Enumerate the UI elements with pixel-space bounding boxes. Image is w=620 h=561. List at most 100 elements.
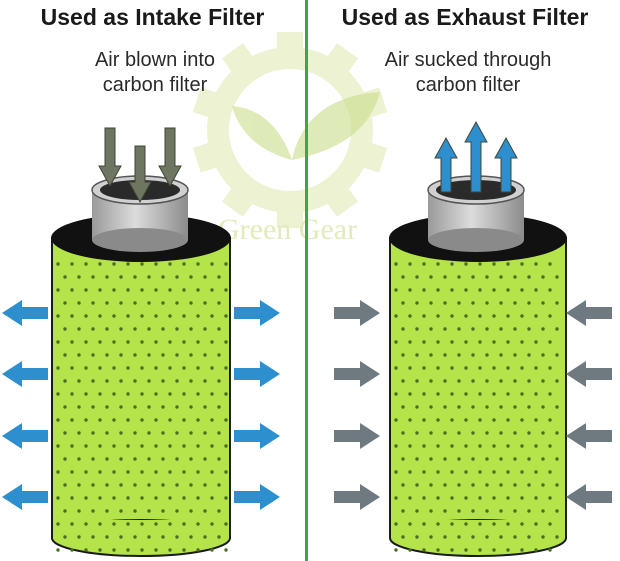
filter-dot bbox=[168, 340, 172, 344]
filter-dot bbox=[464, 470, 468, 474]
filter-dot bbox=[527, 353, 531, 357]
filter-dot bbox=[415, 301, 419, 305]
filter-dot bbox=[534, 522, 538, 526]
filter-dot bbox=[105, 301, 109, 305]
exhaust-filter bbox=[389, 120, 567, 557]
filter-dot bbox=[140, 548, 144, 552]
filter-dot bbox=[534, 470, 538, 474]
filter-dot bbox=[203, 431, 207, 435]
filter-dot bbox=[457, 379, 461, 383]
filter-dot bbox=[401, 483, 405, 487]
filter-dot bbox=[534, 340, 538, 344]
filter-dot bbox=[555, 275, 559, 279]
filter-dot bbox=[98, 392, 102, 396]
filter-dot bbox=[471, 535, 475, 539]
filter-dot bbox=[133, 353, 137, 357]
filter-dot bbox=[98, 288, 102, 292]
filter-dot bbox=[443, 379, 447, 383]
filter-dot bbox=[161, 509, 165, 513]
filter-dot bbox=[56, 470, 60, 474]
filter-dot bbox=[471, 275, 475, 279]
filter-dot bbox=[154, 262, 158, 266]
filter-dot bbox=[443, 405, 447, 409]
filter-dot bbox=[56, 496, 60, 500]
filter-dot bbox=[450, 522, 454, 526]
arrow-left-icon bbox=[566, 300, 612, 326]
filter-dot bbox=[133, 509, 137, 513]
filter-dot bbox=[478, 366, 482, 370]
filter-dot bbox=[91, 431, 95, 435]
filter-dot bbox=[147, 457, 151, 461]
filter-dot bbox=[457, 431, 461, 435]
filter-dot bbox=[175, 379, 179, 383]
filter-dot bbox=[443, 457, 447, 461]
filter-dot bbox=[175, 431, 179, 435]
filter-dot bbox=[91, 379, 95, 383]
filter-dot bbox=[506, 288, 510, 292]
filter-dot bbox=[175, 353, 179, 357]
filter-dot bbox=[98, 340, 102, 344]
filter-dot bbox=[168, 288, 172, 292]
filter-dot bbox=[133, 535, 137, 539]
filter-dot bbox=[485, 405, 489, 409]
filter-dot bbox=[541, 275, 545, 279]
filter-dot bbox=[450, 548, 454, 552]
filter-dot bbox=[154, 288, 158, 292]
filter-dot bbox=[555, 431, 559, 435]
filter-dot bbox=[394, 288, 398, 292]
filter-dot bbox=[105, 483, 109, 487]
filter-dot bbox=[436, 288, 440, 292]
filter-dot bbox=[429, 301, 433, 305]
filter-dot bbox=[548, 470, 552, 474]
filter-dot bbox=[555, 301, 559, 305]
filter-dot bbox=[443, 509, 447, 513]
filter-dot bbox=[499, 431, 503, 435]
filter-dot bbox=[443, 483, 447, 487]
filter-dot bbox=[70, 392, 74, 396]
filter-dot bbox=[499, 483, 503, 487]
filter-dot bbox=[119, 327, 123, 331]
filter-dot bbox=[541, 431, 545, 435]
filter-dot bbox=[443, 275, 447, 279]
filter-dot bbox=[91, 327, 95, 331]
filter-dot bbox=[112, 470, 116, 474]
filter-dot bbox=[133, 405, 137, 409]
filter-dot bbox=[548, 444, 552, 448]
filter-dot bbox=[541, 405, 545, 409]
filter-dot bbox=[119, 301, 123, 305]
filter-dot bbox=[224, 548, 228, 552]
filter-dot bbox=[70, 366, 74, 370]
filter-dot bbox=[513, 405, 517, 409]
filter-dot bbox=[203, 353, 207, 357]
filter-dot bbox=[175, 275, 179, 279]
arrow-right-icon bbox=[234, 300, 280, 326]
filter-dot bbox=[224, 288, 228, 292]
filter-dot bbox=[415, 483, 419, 487]
filter-dot bbox=[541, 353, 545, 357]
filter-dot bbox=[541, 535, 545, 539]
filter-dot bbox=[492, 262, 496, 266]
filter-dot bbox=[394, 392, 398, 396]
filter-dot bbox=[401, 353, 405, 357]
filter-dot bbox=[105, 405, 109, 409]
filter-dot bbox=[105, 327, 109, 331]
filter-dot bbox=[224, 522, 228, 526]
filter-dot bbox=[422, 496, 426, 500]
filter-dot bbox=[478, 548, 482, 552]
filter-dot bbox=[217, 405, 221, 409]
filter-dot bbox=[555, 535, 559, 539]
filter-dot bbox=[175, 301, 179, 305]
filter-dot bbox=[77, 509, 81, 513]
filter-dot bbox=[492, 418, 496, 422]
filter-dot bbox=[182, 392, 186, 396]
filter-dot bbox=[485, 483, 489, 487]
filter-dot bbox=[436, 314, 440, 318]
filter-dot bbox=[133, 457, 137, 461]
filter-dot bbox=[415, 431, 419, 435]
filter-dot bbox=[189, 301, 193, 305]
filter-dot bbox=[70, 288, 74, 292]
filter-dot bbox=[541, 379, 545, 383]
filter-dot bbox=[126, 444, 130, 448]
filter-dot bbox=[224, 444, 228, 448]
filter-dot bbox=[499, 301, 503, 305]
